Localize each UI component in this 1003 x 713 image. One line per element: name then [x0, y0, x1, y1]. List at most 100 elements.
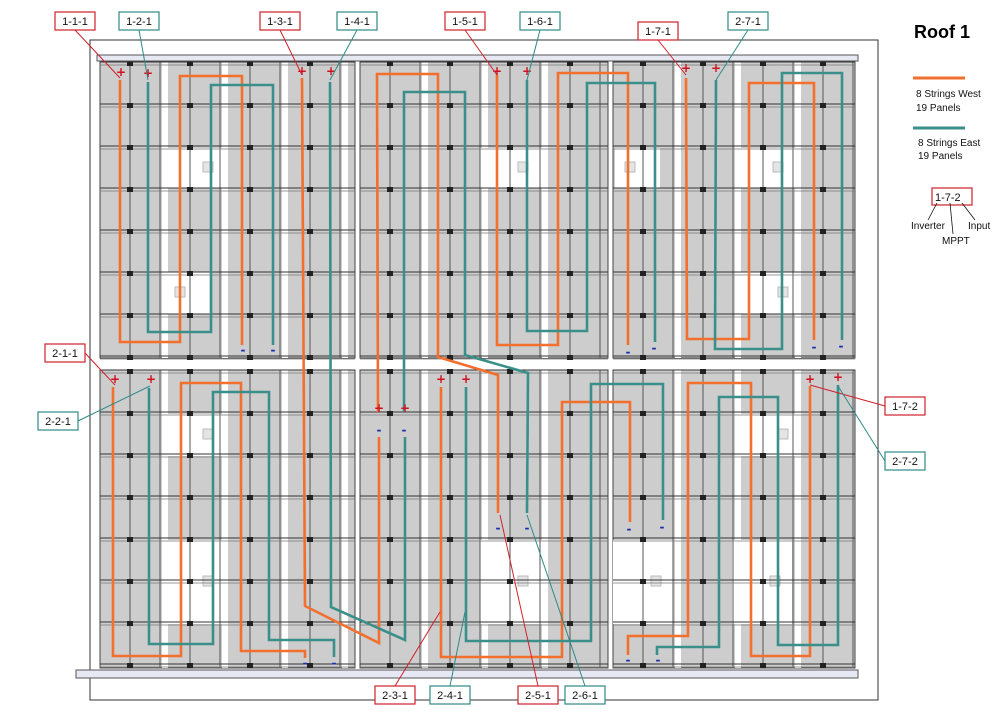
clamp [127, 271, 133, 276]
panel-gap [795, 370, 801, 668]
clamp [640, 103, 646, 108]
panel-gap [282, 370, 288, 668]
label-leader-line [657, 39, 687, 76]
empty-panel-slot [735, 148, 795, 188]
clamp [700, 145, 706, 150]
clamp [820, 453, 826, 458]
clamp [760, 271, 766, 276]
string-label-2-7-1: 2-7-1 [715, 11, 769, 81]
positive-terminal-mark: + [146, 372, 156, 386]
clamp [507, 187, 513, 192]
positive-terminal-mark: + [461, 372, 471, 386]
roof-title: Roof 1 [914, 22, 970, 42]
clamp [127, 411, 133, 416]
negative-terminal-mark: - [402, 423, 407, 437]
east-string-wire [402, 90, 530, 514]
negative-terminal-mark: - [496, 521, 501, 535]
panel-gap [482, 370, 488, 668]
positive-terminal-mark: + [143, 66, 153, 80]
clamp [247, 663, 253, 668]
label-text: 2-7-2 [892, 456, 918, 468]
legend-inverter-pointer [927, 202, 938, 221]
clamp [247, 579, 253, 584]
panel-gap [282, 62, 288, 358]
clamp [820, 61, 826, 66]
clamp [820, 355, 826, 360]
label-leader-line [715, 29, 749, 81]
roof-outline [89, 39, 879, 701]
clamp [820, 537, 826, 542]
clamp [127, 187, 133, 192]
clamp [387, 103, 393, 108]
clamp [760, 537, 766, 542]
clamp [447, 355, 453, 360]
legend-mppt-pointer [949, 202, 954, 235]
clamp [127, 369, 133, 374]
legend-west-strings: 8 Strings West [916, 89, 981, 100]
label-box [37, 411, 79, 431]
clamp [307, 537, 313, 542]
clamp [567, 369, 573, 374]
clamp [187, 537, 193, 542]
west-string-wire [118, 74, 244, 345]
east-string-wire [147, 388, 336, 657]
positive-terminal-mark: + [400, 401, 410, 415]
missing-panel-icon [650, 575, 662, 587]
legend-east-panels: 19 Panels [918, 151, 962, 162]
clamp [307, 103, 313, 108]
clamp [127, 663, 133, 668]
label-text: 1-2-1 [126, 16, 152, 28]
west-string-wire [375, 72, 500, 513]
positive-terminal-mark: + [681, 61, 691, 75]
clamp [760, 61, 766, 66]
clamp [700, 61, 706, 66]
clamp [387, 495, 393, 500]
panel-gap [735, 370, 741, 668]
string-label-1-1-1: 1-1-1 [54, 11, 121, 79]
string-label-2-6-1: 2-6-1 [526, 514, 606, 705]
clamp [820, 187, 826, 192]
clamp [640, 411, 646, 416]
positive-terminal-mark: + [110, 372, 120, 386]
clamp [760, 145, 766, 150]
string-label-1-5-1: 1-5-1 [444, 11, 498, 76]
string-label-2-4-1: 2-4-1 [429, 611, 471, 705]
positive-terminal-mark: + [492, 64, 502, 78]
clamp [700, 313, 706, 318]
west-string-wire [684, 77, 816, 341]
clamp [700, 229, 706, 234]
label-box [429, 685, 471, 705]
clamp [127, 61, 133, 66]
clamp [820, 271, 826, 276]
empty-panel-slot [165, 148, 225, 188]
negative-terminal-mark: - [303, 656, 308, 670]
missing-panel-icon [202, 428, 214, 440]
clamp [567, 621, 573, 626]
clamp [700, 369, 706, 374]
string-label-2-5-1: 2-5-1 [499, 514, 559, 705]
east-string-wire [655, 385, 840, 655]
clamp [507, 145, 513, 150]
clamp [640, 495, 646, 500]
clamp [447, 663, 453, 668]
label-text: 2-3-1 [382, 690, 408, 702]
clamp [447, 495, 453, 500]
clamp [187, 271, 193, 276]
clamp [640, 271, 646, 276]
label-text: 1-6-1 [527, 16, 553, 28]
label-text: 2-1-1 [52, 348, 78, 360]
clamp [247, 187, 253, 192]
clamp [387, 313, 393, 318]
clamp [567, 103, 573, 108]
positive-terminal-mark: + [374, 401, 384, 415]
west-string-wire [300, 77, 381, 646]
clamp [447, 411, 453, 416]
clamp [567, 663, 573, 668]
panel-array [99, 61, 856, 669]
string-label-1-2-1: 1-2-1 [118, 11, 160, 81]
positive-terminal-mark: + [326, 64, 336, 78]
string-label-2-3-1: 2-3-1 [374, 611, 441, 705]
legend-mppt: MPPT [942, 236, 970, 247]
clamp [387, 355, 393, 360]
